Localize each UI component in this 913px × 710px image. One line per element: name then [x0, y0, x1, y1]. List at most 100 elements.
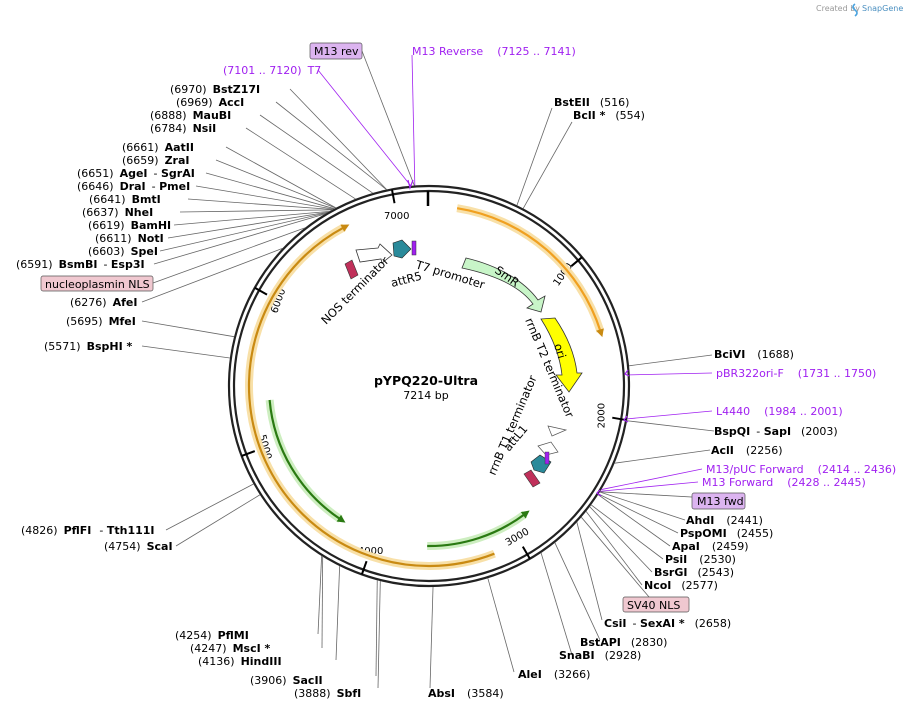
- tick-label: 4000: [358, 546, 383, 557]
- green-arc-left-halo[interactable]: [265, 399, 343, 523]
- attr5-marker[interactable]: [392, 239, 412, 259]
- enzyme-csii[interactable]: CsiI- SexAI *(2658): [604, 617, 731, 630]
- enzyme-nhei[interactable]: (6637)NheI: [82, 206, 153, 219]
- enzyme-bcivi[interactable]: BciVI(1688): [714, 348, 794, 361]
- tick-mark: [254, 286, 268, 296]
- green-arc-left-head: [336, 514, 346, 523]
- enzyme-bamhi[interactable]: (6619)BamHI: [88, 219, 171, 232]
- m13-rev-box[interactable]: M13 rev: [309, 42, 363, 60]
- sv40-nls-box[interactable]: SV40 NLS: [622, 596, 690, 613]
- nucleoplasmin-nls-box[interactable]: nucleoplasmin NLS: [40, 275, 154, 292]
- enzyme-spei[interactable]: (6603)SpeI: [88, 245, 158, 258]
- enzyme-snabi[interactable]: SnaBI(2928): [559, 649, 641, 662]
- enzyme-bstz17i[interactable]: (6970)BstZ17I: [170, 83, 260, 96]
- enzyme-pflmi[interactable]: (4254)PflMI: [175, 629, 249, 642]
- enzyme-noti[interactable]: (6611)NotI: [95, 232, 164, 245]
- smr-arrow[interactable]: [461, 257, 546, 313]
- enzyme-mfei[interactable]: (5695)MfeI: [66, 315, 136, 328]
- leader-line: [141, 345, 231, 359]
- enzyme-bsphi[interactable]: (5571)BspHI *: [44, 340, 133, 353]
- primer-pbr322ori-f[interactable]: pBR322ori-F(1731 .. 1750): [716, 367, 876, 380]
- orange-arc-top[interactable]: [456, 207, 602, 332]
- leader-line: [626, 420, 715, 432]
- leader-line: [614, 449, 711, 464]
- leader-line: [317, 69, 412, 187]
- enzyme-bsteii[interactable]: BstEII(516): [554, 96, 629, 109]
- attl1-marker[interactable]: [530, 451, 552, 474]
- enzyme-sbfi[interactable]: (3888)SbfI: [294, 687, 361, 700]
- t7-promoter-marker[interactable]: [411, 240, 417, 256]
- enzyme-pflfi[interactable]: (4826)PflFI- Tth111I: [21, 524, 155, 537]
- primer-m13-reverse[interactable]: M13 Reverse(7125 .. 7141): [412, 45, 576, 58]
- leader-line: [321, 556, 324, 649]
- leader-line: [628, 354, 713, 367]
- leader-line: [554, 542, 601, 641]
- enzyme-ahdi[interactable]: AhdI(2441): [686, 514, 763, 527]
- green-arc-lower[interactable]: [427, 513, 526, 548]
- enzyme-scai[interactable]: (4754)ScaI: [104, 540, 173, 553]
- leader-line: [275, 101, 387, 190]
- enzyme-sacii[interactable]: (3906)SacII: [250, 674, 323, 687]
- primer-m13-puc-forward[interactable]: M13/pUC Forward(2414 .. 2436): [706, 463, 896, 476]
- enzyme-bsmbi[interactable]: (6591)BsmBI- Esp3I: [16, 258, 145, 271]
- enzyme-apai[interactable]: ApaI(2459): [672, 540, 748, 553]
- tick-mark: [241, 450, 256, 457]
- leader-line: [585, 511, 643, 586]
- leader-line: [187, 198, 333, 210]
- credit-text: Created by: [816, 4, 860, 13]
- primer-l4440[interactable]: L4440(1984 .. 2001): [716, 405, 843, 418]
- leader-line: [195, 185, 334, 210]
- enzyme-aatii[interactable]: (6661)AatII: [122, 141, 194, 154]
- tick-mark: [360, 560, 368, 575]
- leader-line: [540, 552, 573, 656]
- enzyme-psii[interactable]: PsiI(2530): [665, 553, 736, 566]
- leader-line: [516, 107, 553, 206]
- enzyme-ncoi[interactable]: NcoI(2577): [644, 579, 718, 592]
- leader-line: [522, 121, 573, 209]
- primer-m13-forward[interactable]: M13 Forward(2428 .. 2445): [702, 476, 866, 489]
- leader-line: [411, 54, 416, 186]
- orange-arc-left[interactable]: [247, 226, 495, 568]
- leader-line: [601, 468, 703, 490]
- enzyme-acli[interactable]: AclI(2256): [711, 444, 782, 457]
- enzyme-bsrgi[interactable]: BsrGI(2543): [654, 566, 734, 579]
- enzyme-hindiii[interactable]: (4136)HindIII: [198, 655, 282, 668]
- enzyme-bstapi[interactable]: BstAPI(2830): [580, 636, 667, 649]
- leader-line: [429, 586, 434, 689]
- leader-line: [487, 578, 515, 673]
- backbone-outer: [227, 184, 631, 588]
- primer-t7[interactable]: (7101 .. 7120)T7: [223, 64, 321, 77]
- enzyme-drai[interactable]: (6646)DraI- PmeI: [77, 180, 190, 193]
- leader-line: [141, 248, 283, 303]
- enzyme-zrai[interactable]: (6659)ZraI: [122, 154, 190, 167]
- enzyme-absi[interactable]: AbsI(3584): [428, 687, 504, 700]
- plasmid-size: 7214 bp: [403, 389, 448, 402]
- green-arc-left[interactable]: [268, 399, 342, 521]
- enzyme-acci[interactable]: (6969)AccI: [176, 96, 244, 109]
- enzyme-pspomi[interactable]: PspOMI(2455): [680, 527, 773, 540]
- svg-text:nucleoplasmin NLS: nucleoplasmin NLS: [45, 278, 150, 291]
- enzyme-agei[interactable]: (6651)AgeI- SgrAI: [77, 167, 195, 180]
- nucleoplasmin-nls-marker[interactable]: [344, 259, 359, 280]
- enzyme-afei[interactable]: (6276)AfeI: [70, 296, 137, 309]
- orange-arc-top-head: [596, 328, 604, 338]
- enzyme-bmti[interactable]: (6641)BmtI: [89, 193, 161, 206]
- ori-arrow[interactable]: [540, 317, 583, 393]
- rrnb-t2-marker[interactable]: [547, 425, 568, 437]
- enzyme-bcli[interactable]: BclI *(554): [573, 109, 645, 122]
- leader-line: [361, 50, 415, 186]
- nos-terminator-arrow[interactable]: [355, 243, 393, 264]
- enzyme-maubi[interactable]: (6888)MauBI: [150, 109, 231, 122]
- sv40-nls-marker[interactable]: [523, 469, 541, 488]
- enzyme-alei[interactable]: AleI(3266): [518, 668, 590, 681]
- tick-mark: [390, 189, 396, 204]
- enzyme-nsii[interactable]: (6784)NsiI: [150, 122, 216, 135]
- enzyme-bspqi[interactable]: BspQI- SapI(2003): [714, 425, 838, 438]
- m13-fwd-box[interactable]: M13 fwd: [691, 492, 746, 510]
- leader-line: [590, 504, 664, 560]
- plasmid-name: pYPQ220-Ultra: [374, 373, 478, 388]
- leader-line: [335, 566, 341, 661]
- rrnb-t1-marker[interactable]: [537, 441, 559, 456]
- enzyme-msci[interactable]: (4247)MscI *: [190, 642, 271, 655]
